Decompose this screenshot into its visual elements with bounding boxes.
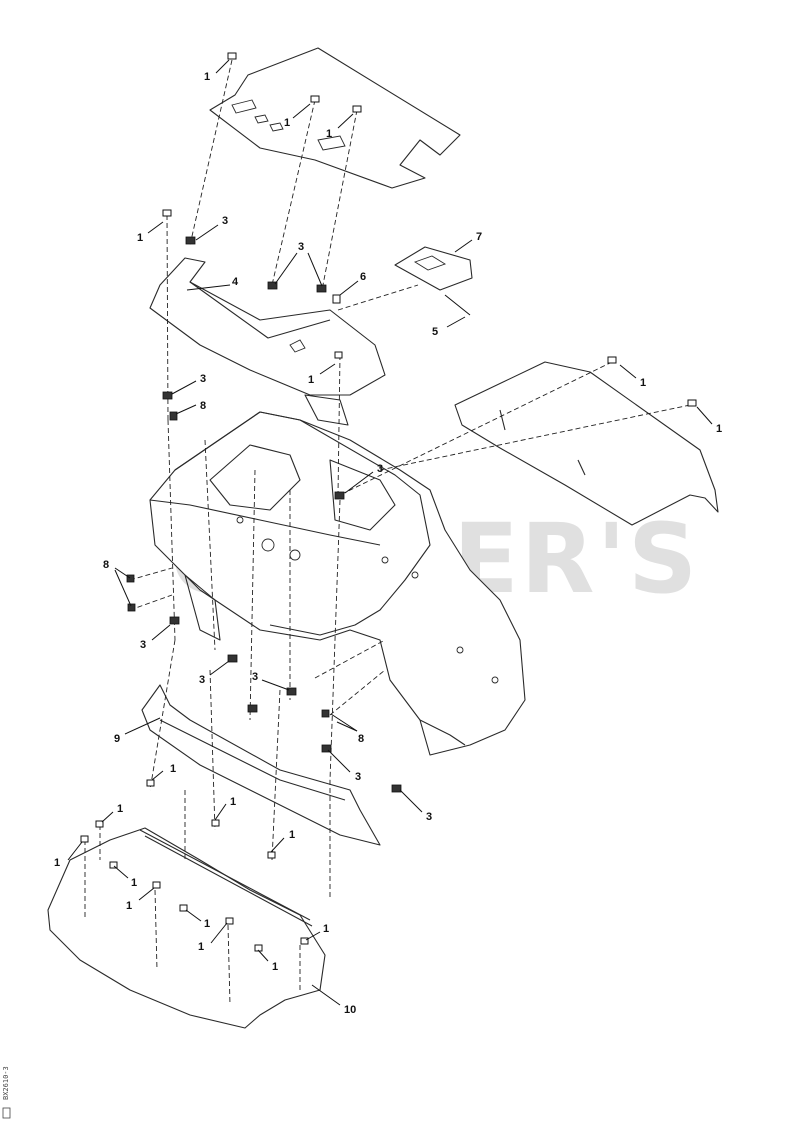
assembly-lines [84,59,691,1006]
callout-label: 5 [432,326,438,338]
small-plate-part-7 [394,246,473,291]
callout-label: 3 [140,639,146,651]
lower-bracket-part-9 [141,684,381,846]
callout-label: 3 [298,241,304,253]
callout-label: 1 [289,829,295,841]
callout-label: 8 [200,400,206,412]
callout-label: 1 [323,923,329,935]
pin-part-5 [444,294,471,316]
callout-label: 1 [272,961,278,973]
callout-label: 1 [137,232,143,244]
callout-label: 8 [103,559,109,571]
leader-lines [67,59,713,1006]
callout-label: 4 [232,276,239,288]
right-cover [454,361,719,526]
top-plate [209,47,461,189]
callout-label: 3 [199,674,205,686]
front-cover-part-10 [47,827,326,1029]
callout-label: 1 [117,803,123,815]
drawing-code: BX2610-3 [2,1066,10,1100]
callout-label: 3 [426,811,432,823]
callout-label: 6 [360,271,366,283]
callout-labels: 1 1 1 1 3 7 3 4 6 5 1 3 8 1 1 3 8 3 3 3 … [54,71,722,1016]
callout-label: 3 [355,771,361,783]
fasteners [80,52,697,952]
callout-label: 7 [476,231,482,243]
callout-label: 1 [170,763,176,775]
panel-part-4 [149,257,386,426]
callout-label: 3 [252,671,258,683]
callout-label: 1 [198,941,204,953]
callout-label: 3 [200,373,206,385]
callout-label: 1 [640,377,646,389]
callout-label: 3 [377,463,383,475]
callout-label: 1 [204,71,210,83]
callout-label: 1 [126,900,132,912]
callout-label: 1 [326,128,332,140]
callout-label: 1 [131,877,137,889]
callout-label: 10 [344,1004,356,1016]
main-frame [149,411,526,756]
callout-label: 1 [230,796,236,808]
callout-label: 1 [204,918,210,930]
drawing-code-box [2,1107,11,1119]
callout-label: 9 [114,733,120,745]
callout-label: 8 [358,733,364,745]
callout-label: 3 [222,215,228,227]
callout-label: 1 [308,374,314,386]
callout-label: 1 [716,423,722,435]
callout-label: 1 [284,117,290,129]
callout-label: 1 [54,857,60,869]
